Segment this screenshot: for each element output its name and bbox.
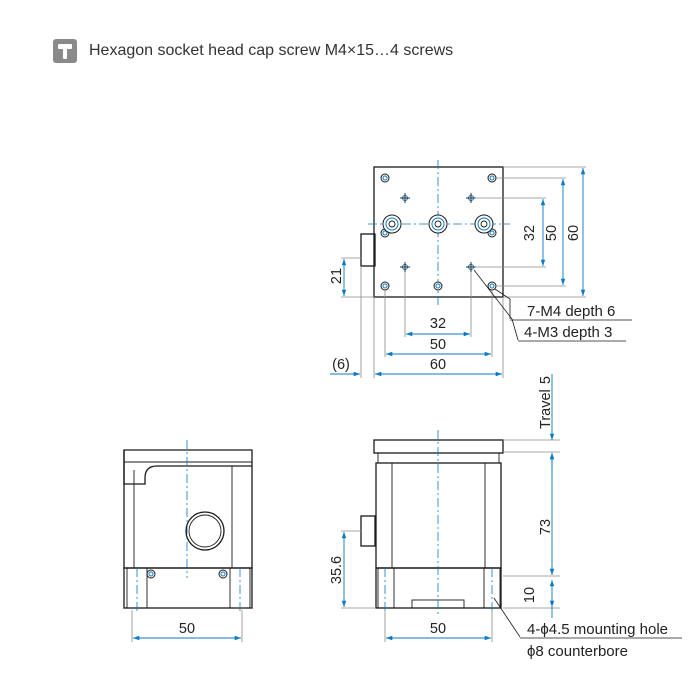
dim-32-horizontal: 32 <box>430 316 446 332</box>
side-dim-50: 50 <box>179 621 195 637</box>
callout-counterbore: ϕ8 counterbore <box>527 643 628 660</box>
dim-73: 73 <box>538 519 554 535</box>
header: Hexagon socket head cap screw M4×15…4 sc… <box>53 39 453 63</box>
callout-m3: 4-M3 depth 3 <box>524 324 612 341</box>
callout-m4: 7-M4 depth 6 <box>527 303 615 320</box>
dim-60-horizontal: 60 <box>430 357 446 373</box>
dim-50-horizontal: 50 <box>430 337 446 353</box>
cap-screw <box>474 214 494 234</box>
dim-32-vertical: 32 <box>522 225 538 241</box>
m4-hole <box>433 281 443 291</box>
header-title: Hexagon socket head cap screw M4×15…4 sc… <box>89 42 454 59</box>
dim-10: 10 <box>522 587 538 603</box>
m3-hole <box>487 173 497 183</box>
side-cap-screw <box>146 569 156 579</box>
adjuster-knob <box>185 511 225 551</box>
dim-21: 21 <box>329 268 345 284</box>
top-view-knob <box>360 233 376 267</box>
front-view-knob <box>360 515 376 547</box>
m4-hole <box>400 193 410 203</box>
m3-hole <box>380 281 390 291</box>
front-view: Travel 5 73 10 35.6 50 4-ϕ4.5 mounting h… <box>329 374 682 660</box>
cap-screw <box>428 214 448 234</box>
dim-35-6: 35.6 <box>329 556 345 584</box>
m4-hole <box>466 262 476 272</box>
top-view-body <box>373 166 504 298</box>
side-cap-screw <box>218 569 228 579</box>
m4-hole <box>400 262 410 272</box>
m3-hole <box>487 281 497 291</box>
travel-value: 5 <box>538 376 554 384</box>
travel-label: Travel <box>538 389 554 429</box>
hex-socket-screw-icon <box>53 39 77 63</box>
dim-60-vertical: 60 <box>566 225 582 241</box>
front-dim-50: 50 <box>430 621 446 637</box>
dim-6-offset: (6) <box>332 357 350 373</box>
m4-hole <box>466 193 476 203</box>
callout-mounting-hole: 4-ϕ4.5 mounting hole <box>527 621 668 638</box>
top-view: 32 50 60 21 32 50 60 (6) 7-M4 depth 6 4-… <box>329 160 632 378</box>
m3-hole <box>380 173 390 183</box>
dim-50-vertical: 50 <box>544 225 560 241</box>
cap-screw <box>382 214 402 234</box>
side-view: 50 <box>123 440 253 642</box>
